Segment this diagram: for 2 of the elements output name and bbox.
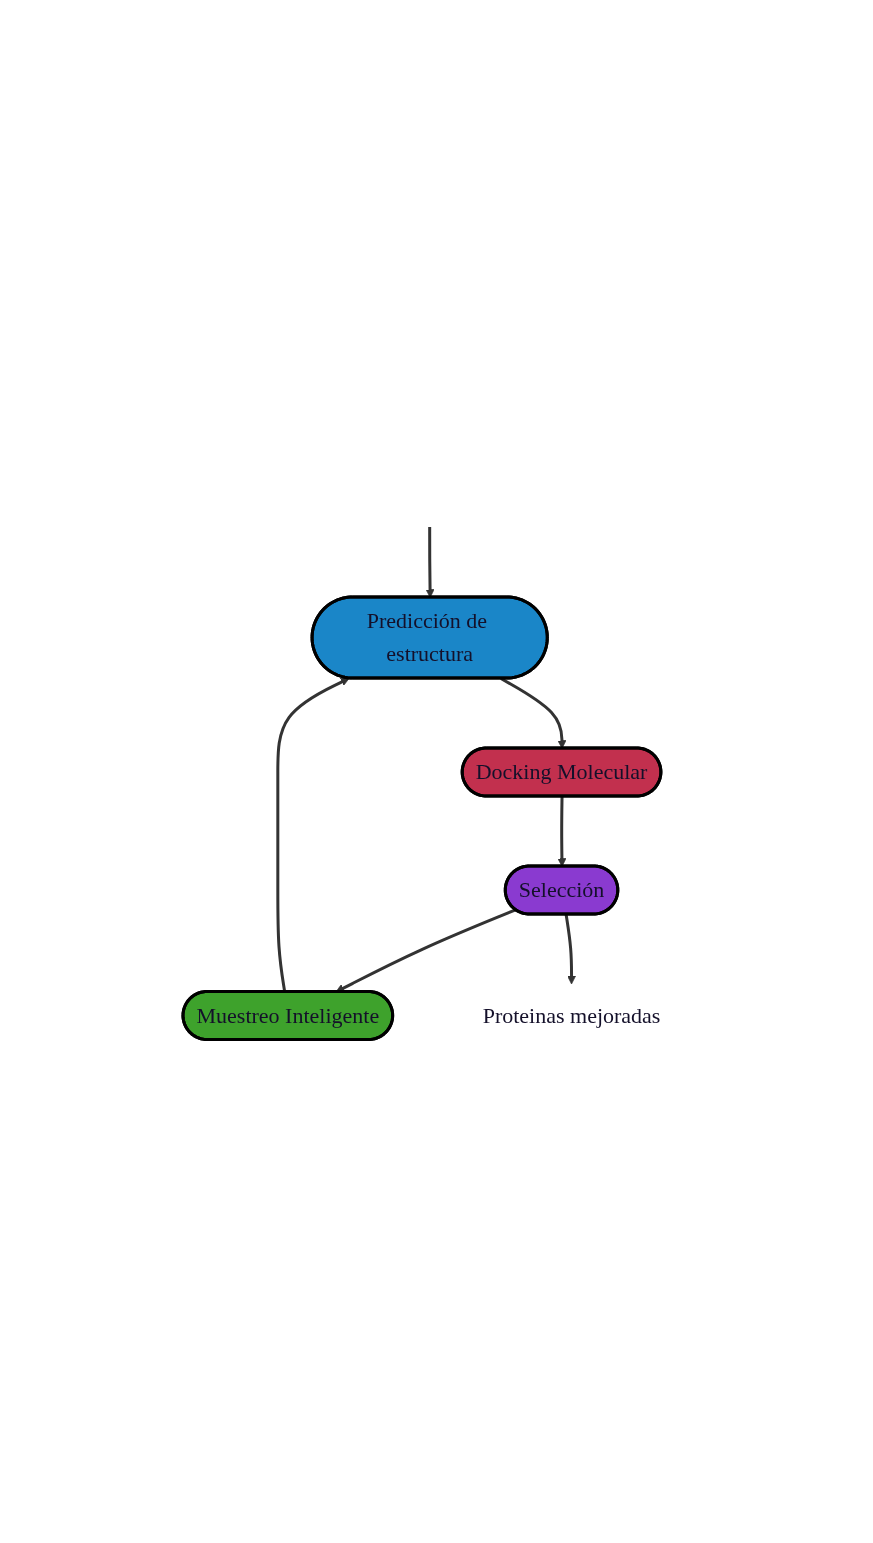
node-text: Proteinas mejoradas: [482, 1002, 661, 1028]
arrow: [564, 913, 576, 984]
